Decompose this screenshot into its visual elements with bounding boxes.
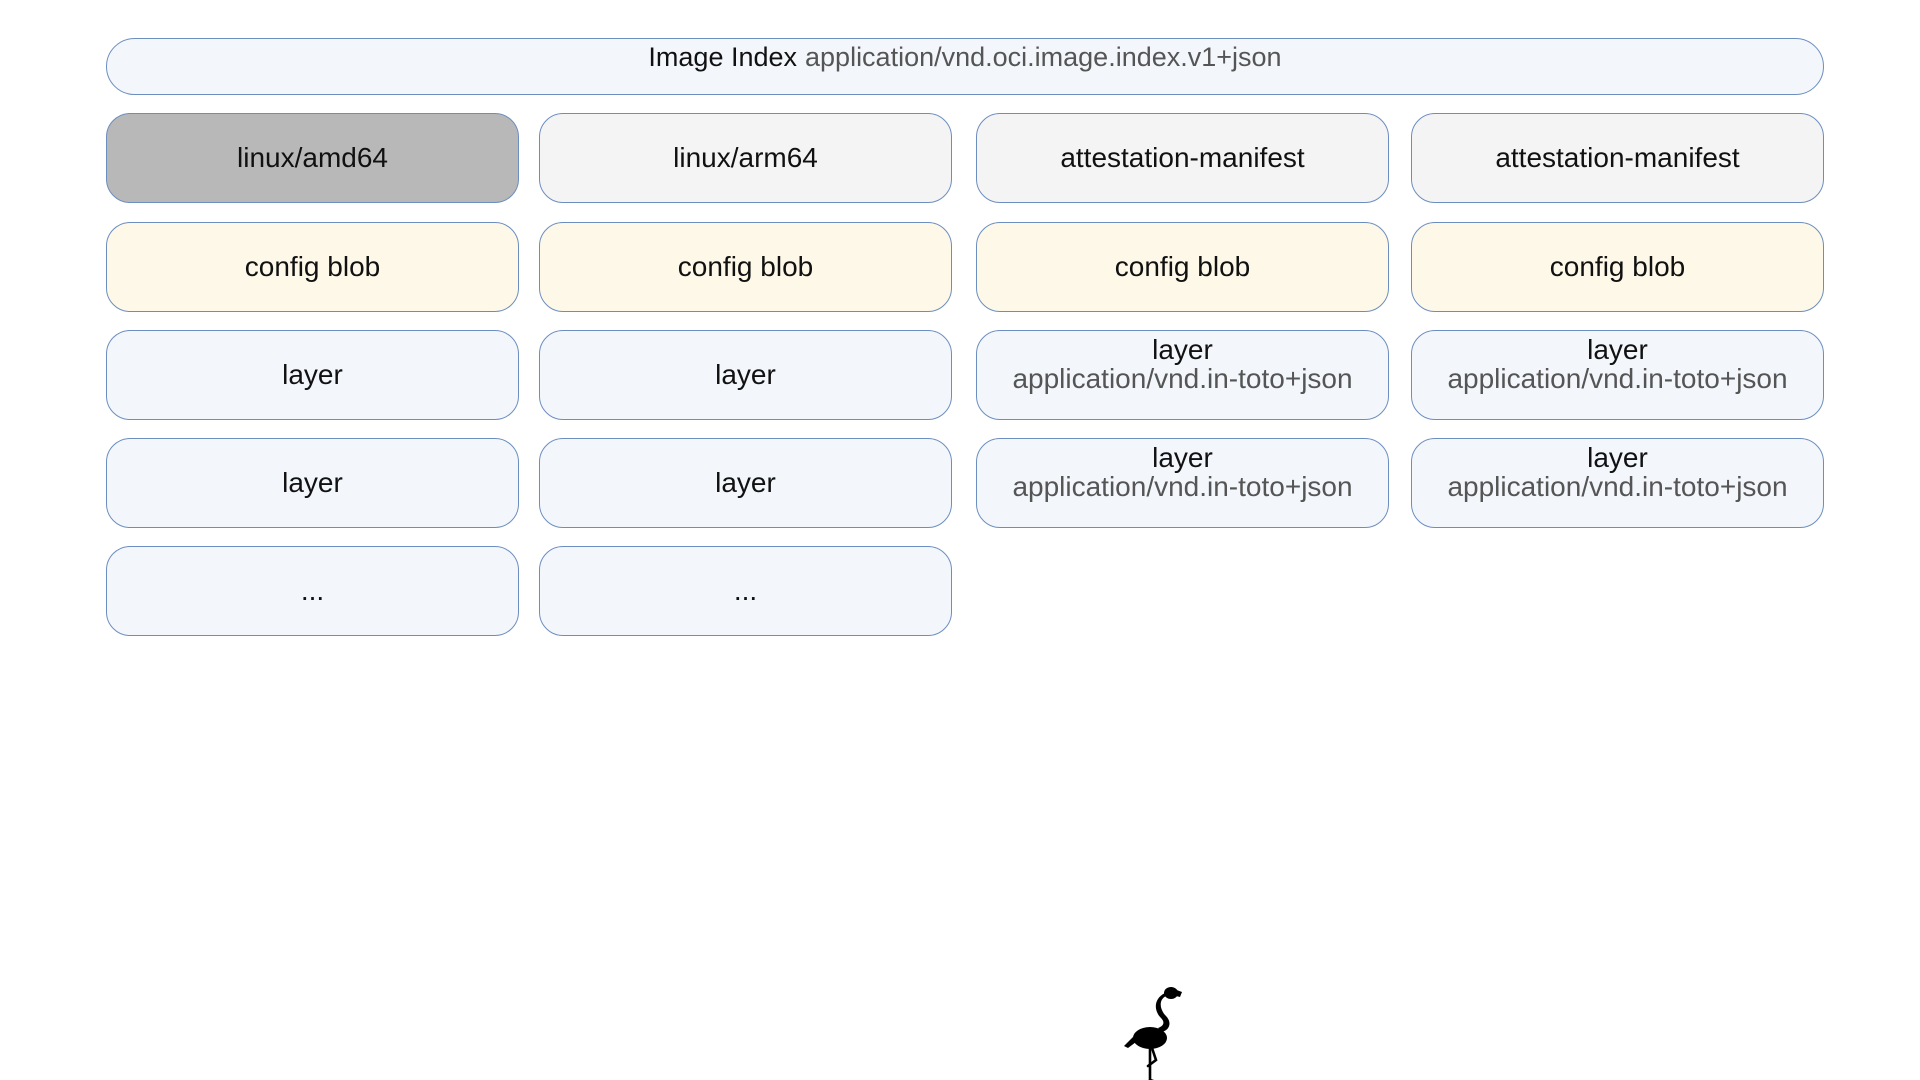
flamingo-icon xyxy=(1124,987,1182,1080)
image-index-label: Image Index xyxy=(648,42,798,72)
layer-label: layer xyxy=(1587,442,1648,473)
manifest-box-attestation: attestation-manifest xyxy=(976,113,1389,203)
manifest-label: linux/arm64 xyxy=(673,142,818,174)
layer-label: layer xyxy=(1152,334,1213,365)
manifest-box-attestation: attestation-manifest xyxy=(1411,113,1824,203)
layer-ellipsis-label: ... xyxy=(733,575,758,607)
layer-ellipsis-label: ... xyxy=(300,575,325,607)
image-index-box: Image Index application/vnd.oci.image.in… xyxy=(106,38,1824,95)
attestation-layer-box: layer application/vnd.in-toto+json xyxy=(976,438,1389,528)
config-blob-box: config blob xyxy=(106,222,519,312)
attestation-layer-box: layer application/vnd.in-toto+json xyxy=(976,330,1389,420)
layer-label: layer xyxy=(715,467,776,499)
layer-label: layer xyxy=(282,359,343,391)
config-blob-label: config blob xyxy=(1549,251,1686,283)
attestation-layer-box: layer application/vnd.in-toto+json xyxy=(1411,330,1824,420)
layer-label: layer xyxy=(1152,442,1213,473)
manifest-label: attestation-manifest xyxy=(1060,142,1305,174)
layer-media-type: application/vnd.in-toto+json xyxy=(1012,363,1353,395)
layer-box: layer xyxy=(539,438,952,528)
config-blob-label: config blob xyxy=(677,251,814,283)
layer-label: layer xyxy=(1587,334,1648,365)
manifest-box-linux-amd64: linux/amd64 xyxy=(106,113,519,203)
layer-box: layer xyxy=(106,330,519,420)
manifest-box-linux-arm64: linux/arm64 xyxy=(539,113,952,203)
config-blob-box: config blob xyxy=(539,222,952,312)
layer-ellipsis-box: ... xyxy=(539,546,952,636)
config-blob-box: config blob xyxy=(976,222,1389,312)
layer-media-type: application/vnd.in-toto+json xyxy=(1012,471,1353,503)
layer-box: layer xyxy=(106,438,519,528)
layer-media-type: application/vnd.in-toto+json xyxy=(1447,471,1788,503)
image-index-media-type: application/vnd.oci.image.index.v1+json xyxy=(805,42,1282,72)
attestation-layer-box: layer application/vnd.in-toto+json xyxy=(1411,438,1824,528)
layer-ellipsis-box: ... xyxy=(106,546,519,636)
layer-media-type: application/vnd.in-toto+json xyxy=(1447,363,1788,395)
layer-box: layer xyxy=(539,330,952,420)
config-blob-label: config blob xyxy=(244,251,381,283)
layer-label: layer xyxy=(715,359,776,391)
layer-label: layer xyxy=(282,467,343,499)
manifest-label: linux/amd64 xyxy=(237,142,388,174)
config-blob-box: config blob xyxy=(1411,222,1824,312)
config-blob-label: config blob xyxy=(1114,251,1251,283)
manifest-label: attestation-manifest xyxy=(1495,142,1740,174)
